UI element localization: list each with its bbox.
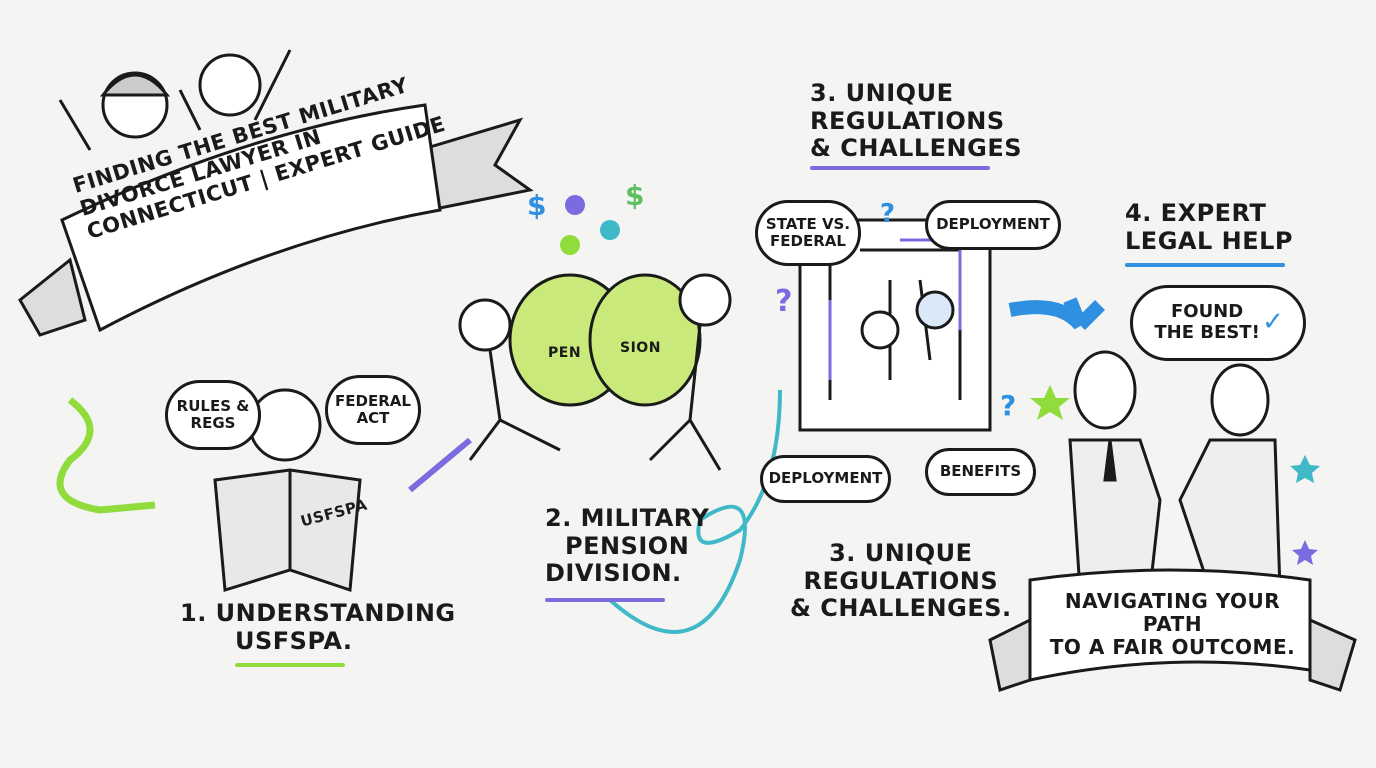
bag-label-right: SION bbox=[620, 340, 661, 356]
caption-line: & CHALLENGES. bbox=[790, 594, 1012, 623]
caption-line: PENSION bbox=[565, 531, 690, 560]
step2-caption: 2. MILITARY PENSION DIVISION. bbox=[545, 504, 710, 588]
dollar-icon: $ bbox=[625, 179, 645, 212]
pension-bag-tug-icon bbox=[458, 273, 732, 471]
footer-line-2: TO A FAIR OUTCOME. bbox=[1049, 635, 1296, 659]
caption-line: DIVISION. bbox=[545, 559, 682, 588]
bubble-found-the-best: FOUND THE BEST! ✓ bbox=[1130, 285, 1306, 361]
bubble-text: DEPLOYMENT bbox=[936, 215, 1050, 234]
bubble-deployment-bottom: DEPLOYMENT bbox=[760, 455, 891, 503]
dollar-icon: $ bbox=[527, 189, 547, 222]
bag-label-left: PEN bbox=[548, 345, 582, 361]
footer-banner-shape bbox=[988, 568, 1357, 692]
title-banner-shape bbox=[18, 103, 534, 337]
bubble-deployment-top: DEPLOYMENT bbox=[925, 200, 1061, 250]
caption-line: 3. UNIQUE bbox=[829, 539, 973, 567]
people-waving-icon bbox=[58, 49, 292, 151]
heading-line: 4. EXPERT bbox=[1125, 199, 1267, 227]
step4-heading: 4. EXPERT LEGAL HELP bbox=[1125, 199, 1293, 255]
footer-banner: NAVIGATING YOUR PATH TO A FAIR OUTCOME. bbox=[1045, 590, 1300, 659]
bubble-text: DEPLOYMENT bbox=[768, 469, 883, 488]
caption-line: REGULATIONS bbox=[803, 566, 999, 595]
question-mark-icon: ? bbox=[880, 199, 896, 229]
underline bbox=[810, 166, 990, 170]
bubble-benefits: BENEFITS bbox=[925, 448, 1036, 496]
step1-caption: 1. UNDERSTANDING USFSPA. bbox=[180, 599, 456, 655]
caption-line: 1. UNDERSTANDING bbox=[180, 599, 456, 627]
thought-bubble-federal: FEDERAL ACT bbox=[325, 375, 421, 445]
heading-line: LEGAL HELP bbox=[1125, 226, 1293, 255]
heading-line: & CHALLENGES bbox=[810, 134, 1023, 163]
thought-bubble-rules: RULES & REGS bbox=[165, 380, 261, 450]
step3-caption: 3. UNIQUE REGULATIONS & CHALLENGES. bbox=[790, 539, 1012, 623]
caption-line: USFSPA. bbox=[235, 626, 353, 655]
underline bbox=[1125, 263, 1285, 267]
bubble-state-vs-federal: STATE VS. FEDERAL bbox=[755, 200, 861, 266]
big-arrow-icon bbox=[1008, 297, 1105, 330]
underline bbox=[545, 598, 665, 602]
step3-heading: 3. UNIQUE REGULATIONS & CHALLENGES bbox=[810, 79, 1023, 163]
bubble-text: FOUND THE BEST! bbox=[1154, 301, 1260, 343]
underline bbox=[235, 663, 345, 667]
arrow-icon bbox=[408, 437, 472, 493]
question-mark-icon: ? bbox=[775, 284, 793, 319]
squiggle-arrow-icon bbox=[56, 397, 156, 514]
heading-line: 3. UNIQUE bbox=[810, 79, 954, 107]
bubble-text: STATE VS. FEDERAL bbox=[765, 214, 851, 250]
bubble-text: RULES & REGS bbox=[176, 396, 250, 432]
handshake-people-icon bbox=[1068, 350, 1282, 592]
checkmark-icon: ✓ bbox=[1262, 307, 1284, 338]
caption-line: 2. MILITARY bbox=[545, 504, 710, 532]
heading-line: REGULATIONS bbox=[810, 106, 1005, 135]
open-book-icon bbox=[213, 388, 362, 593]
bubble-text: FEDERAL ACT bbox=[335, 391, 411, 427]
question-mark-icon: ? bbox=[1000, 389, 1017, 422]
bubble-text: BENEFITS bbox=[939, 462, 1022, 481]
footer-line-1: NAVIGATING YOUR PATH bbox=[1064, 589, 1281, 636]
